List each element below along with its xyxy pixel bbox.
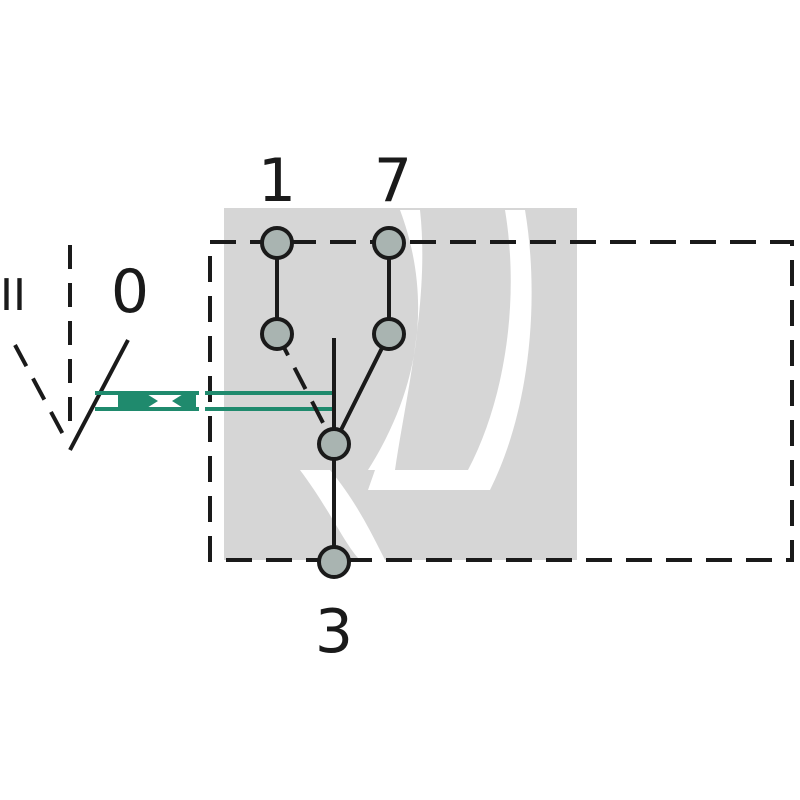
wire-1-contact-open bbox=[275, 333, 336, 445]
terminals bbox=[260, 226, 406, 579]
actuator-arrow-left bbox=[118, 391, 158, 411]
contact-7-node bbox=[372, 317, 406, 351]
contact-1-node bbox=[260, 317, 294, 351]
terminal-1-node bbox=[260, 226, 294, 260]
common-pivot-node bbox=[317, 427, 351, 461]
terminal-7-label: 7 bbox=[374, 146, 412, 216]
terminal-3-label: 3 bbox=[315, 597, 353, 667]
terminal-7-node bbox=[372, 226, 406, 260]
position-2-dashed-line bbox=[13, 344, 68, 441]
dashed-switch-body bbox=[208, 240, 794, 562]
watermark-curve-2 bbox=[368, 210, 532, 490]
actuator-linkage bbox=[95, 388, 332, 414]
watermark-curve-1 bbox=[368, 210, 423, 470]
housing-backdrop bbox=[224, 208, 577, 560]
position-2-label: II bbox=[0, 270, 26, 321]
terminal-1-label: 1 bbox=[258, 146, 296, 216]
watermark-curve-3 bbox=[300, 470, 385, 560]
wire-7-contact-closed bbox=[332, 333, 391, 445]
actuator-arrow-right bbox=[172, 391, 196, 411]
terminal-3-node bbox=[317, 545, 351, 579]
position-0-label: 0 bbox=[111, 257, 149, 327]
